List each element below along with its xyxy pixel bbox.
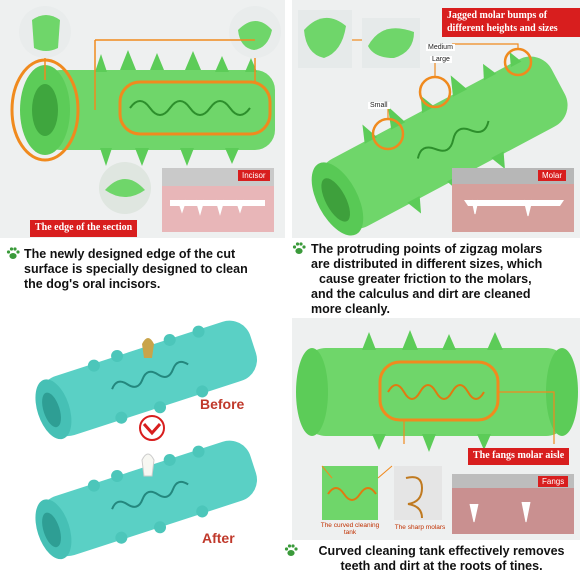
edge-caption-line-3: the dog's oral incisors. [24,277,161,291]
paw-icon [284,544,298,556]
paw-icon [6,247,20,259]
after-label: After [202,530,235,546]
molar-caption-line-4: and the calculus and dirt are cleaned [311,287,531,301]
toy-illustration-teal [35,320,258,560]
molar-bumps-label: Jagged molar bumps of different heights … [442,8,580,37]
fangs-photo-label: Fangs [538,476,569,487]
molar-bumps-caption: The protruding points of zigzag molars a… [311,242,579,317]
curved-tank-label: The curved cleaning tank [320,522,380,537]
molar-bumps-label-line-2: different heights and sizes [447,22,558,34]
paw-icon [292,242,306,254]
edge-caption-line-2: surface is specially designed to clean [24,262,248,276]
molar-caption-line-1: The protruding points of zigzag molars [311,242,543,256]
edge-section-caption: The newly designed edge of the cut surfa… [24,247,286,292]
molar-caption-line-3: cause greater friction to the molars, [319,272,532,286]
toy-illustration-green-aisle [296,330,578,534]
molar-bumps-label-line-1: Jagged molar bumps of [447,10,548,21]
small-size-label: Small [368,102,390,109]
panel-before-after: Before After [30,318,280,580]
fangs-aisle-label: The fangs molar aisle [468,448,570,465]
panel-fangs-aisle: The fangs molar aisle Fangs The curved c… [292,318,580,540]
large-size-label: Large [430,56,452,63]
molar-caption-line-5: more cleanly. [311,302,390,316]
fangs-caption-line-1: Curved cleaning tank effectively removes [318,544,565,558]
before-label: Before [200,396,245,412]
down-arrow-icon [139,415,165,441]
molar-photo-label: Molar [538,170,567,181]
molar-caption-line-2: are distributed in different sizes, whic… [311,257,543,271]
panel-edge-section: Incisor The edge of the section [0,0,285,238]
sharp-molars-label: The sharp molars [394,524,446,531]
incisor-photo-label: Incisor [238,170,270,181]
fangs-aisle-caption: Curved cleaning tank effectively removes… [304,544,579,574]
medium-size-label: Medium [426,44,455,51]
edge-caption-line-1: The newly designed edge of the cut [24,247,236,261]
edge-section-label: The edge of the section [30,220,138,237]
toy-illustration-green-edge [10,6,281,232]
panel-molar-bumps: Jagged molar bumps of different heights … [292,0,580,238]
fangs-caption-line-2: teeth and dirt at the roots of tines. [340,559,543,573]
